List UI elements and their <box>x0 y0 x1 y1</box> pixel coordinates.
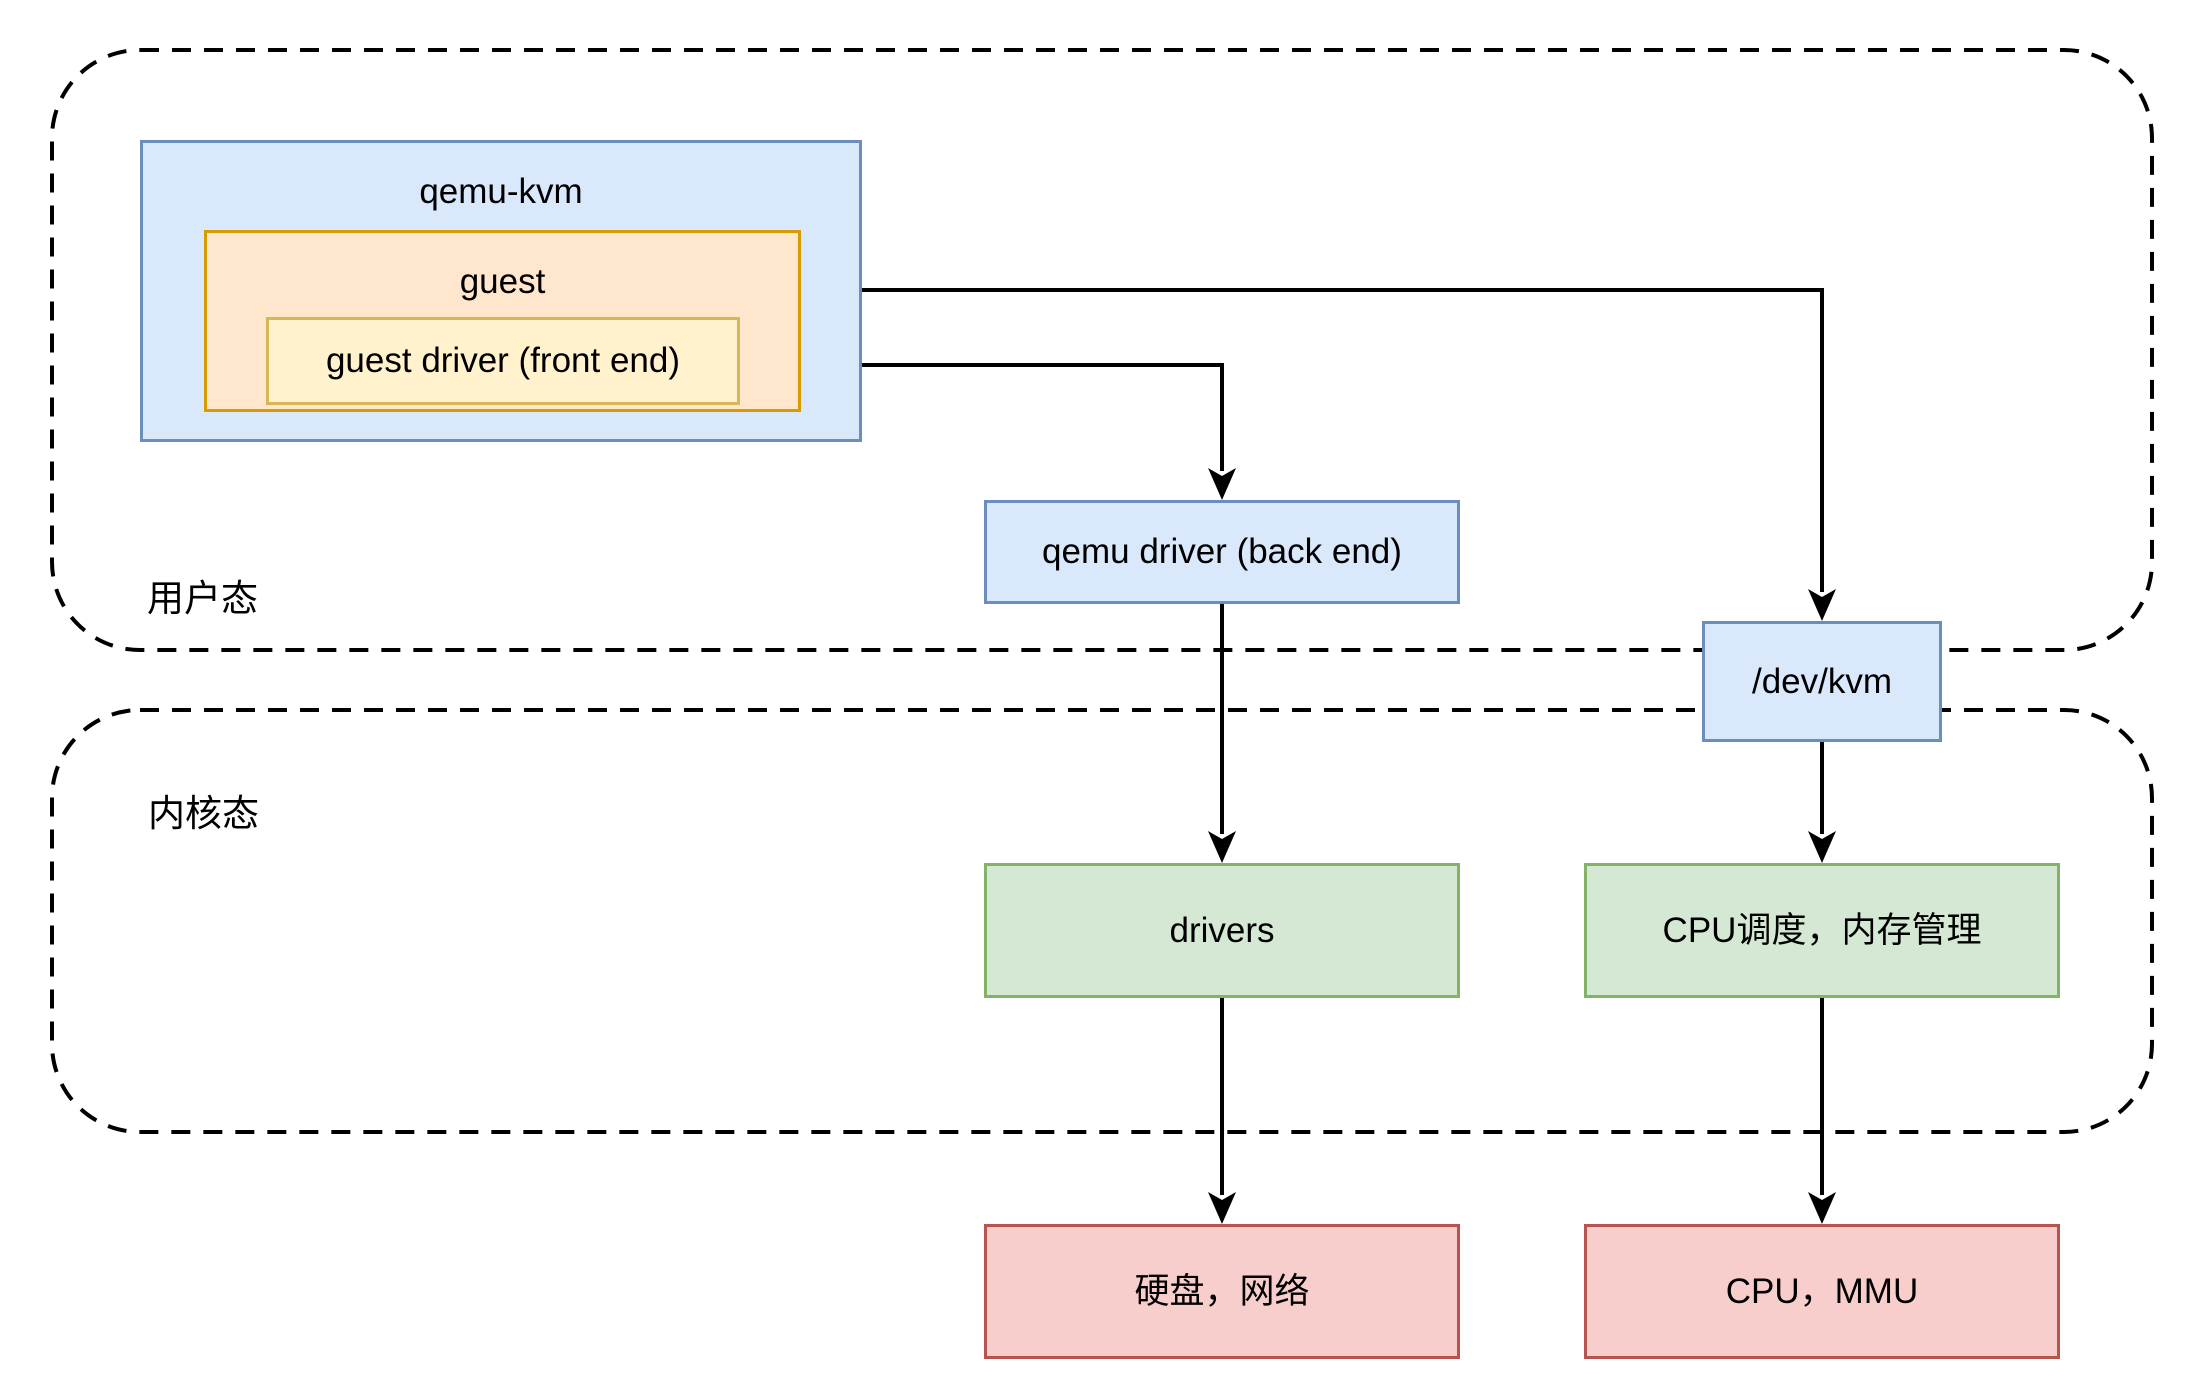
arrowhead-disk-network <box>1208 1192 1236 1224</box>
kernel-mode-region <box>50 708 2154 1134</box>
arrowhead-drivers <box>1208 831 1236 863</box>
node-guest-driver-label: guest driver (front end) <box>325 341 681 380</box>
node-drivers-label: drivers <box>1169 910 1275 950</box>
arrowhead-qemu-driver <box>1208 468 1236 500</box>
node-disk-network: 硬盘，网络 <box>984 1224 1460 1359</box>
node-qemu-driver: qemu driver (back end) <box>984 500 1460 604</box>
node-guest-driver: guest driver (front end) <box>266 317 740 405</box>
node-qemu-kvm-label: qemu-kvm <box>419 172 583 211</box>
node-cpu-mmu: CPU，MMU <box>1584 1224 2060 1359</box>
node-cpu-mmu-label: CPU，MMU <box>1725 1271 1919 1311</box>
node-dev-kvm-label: /dev/kvm <box>1751 661 1893 701</box>
arrowhead-dev-kvm <box>1808 589 1836 621</box>
node-cpu-sched-mem: CPU调度，内存管理 <box>1584 863 2060 998</box>
edge-qemu-kvm-to-dev-kvm <box>862 288 1824 592</box>
user-mode-region <box>50 48 2154 652</box>
arrowhead-cpu-mmu <box>1808 1192 1836 1224</box>
node-drivers: drivers <box>984 863 1460 998</box>
node-guest-label: guest <box>459 262 546 301</box>
user-mode-label: 用户态 <box>147 577 258 620</box>
arrowhead-cpu-sched <box>1808 831 1836 863</box>
kernel-mode-label: 内核态 <box>148 792 259 835</box>
node-disk-network-label: 硬盘，网络 <box>1134 1271 1310 1311</box>
node-qemu-driver-label: qemu driver (back end) <box>1042 532 1402 571</box>
node-dev-kvm: /dev/kvm <box>1702 621 1942 742</box>
node-cpu-sched-mem-label: CPU调度，内存管理 <box>1662 910 1982 950</box>
edge-guest-driver-to-qemu-driver <box>740 363 1224 471</box>
